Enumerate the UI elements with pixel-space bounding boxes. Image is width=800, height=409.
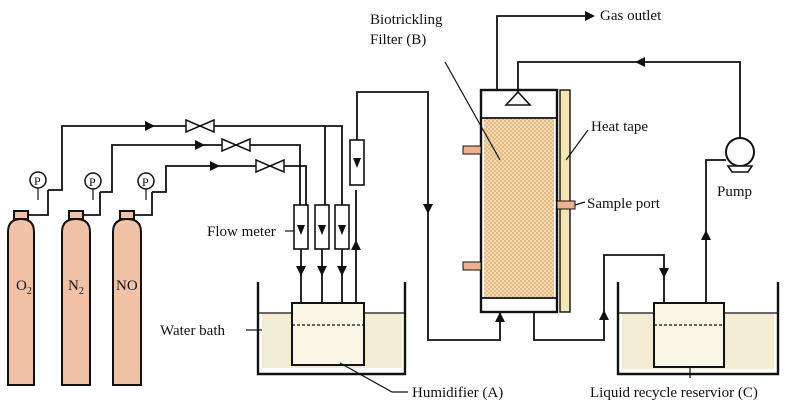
- valve-no: [255, 158, 285, 174]
- gas-supply-lines: [28, 125, 326, 216]
- leader-lines: [246, 61, 691, 393]
- flow-meters: [293, 204, 350, 360]
- biotrickling-label-line1: Biotrickling: [370, 12, 443, 28]
- pressure-gauge-no: P: [137, 172, 155, 190]
- cylinder-o2: O2: [7, 210, 35, 386]
- flow-meter-label: Flow meter: [207, 224, 276, 240]
- sample-port-label: Sample port: [587, 196, 661, 212]
- gauge-label: P: [142, 175, 149, 189]
- pump-icon: [725, 137, 755, 173]
- cylinder-n2-label: N2: [68, 278, 84, 297]
- flow-arrow: [195, 140, 205, 150]
- cylinder-n2: N2: [61, 210, 91, 386]
- spray-nozzle-icon: [504, 90, 532, 106]
- cylinder-no-label: NO: [116, 278, 138, 294]
- valve-n2: [221, 137, 251, 153]
- pressure-gauge-o2: P: [29, 171, 47, 189]
- humidifier-label: Humidifier (A): [412, 385, 503, 401]
- gauge-label: P: [89, 175, 96, 189]
- biotrickling-label-line2: Filter (B): [370, 32, 426, 48]
- humidifier: [291, 302, 365, 366]
- sample-port: [556, 200, 576, 210]
- humidifier-outlet: [349, 91, 505, 341]
- o2-meter-line: [325, 125, 343, 205]
- liquid-drain-line: [533, 254, 669, 341]
- heat-tape-label: Heat tape: [591, 119, 648, 135]
- reservoir-label: Liquid recycle reservior (C): [590, 385, 758, 401]
- gas-outlet-label: Gas outlet: [600, 8, 662, 24]
- cylinder-o2-label: O2: [16, 278, 32, 297]
- flow-arrow: [145, 121, 155, 131]
- valve-o2: [185, 118, 215, 134]
- gauge-label: P: [34, 174, 41, 188]
- cylinder-no: NO: [112, 210, 142, 386]
- water-bath-label: Water bath: [160, 323, 226, 339]
- biotrickling-filter: [462, 88, 576, 314]
- liquid-recycle-reservoir: [616, 282, 780, 376]
- flow-arrow: [210, 161, 220, 171]
- pump-label: Pump: [717, 184, 752, 200]
- pressure-gauge-n2: P: [84, 172, 102, 190]
- gas-outlet-line: [496, 11, 595, 90]
